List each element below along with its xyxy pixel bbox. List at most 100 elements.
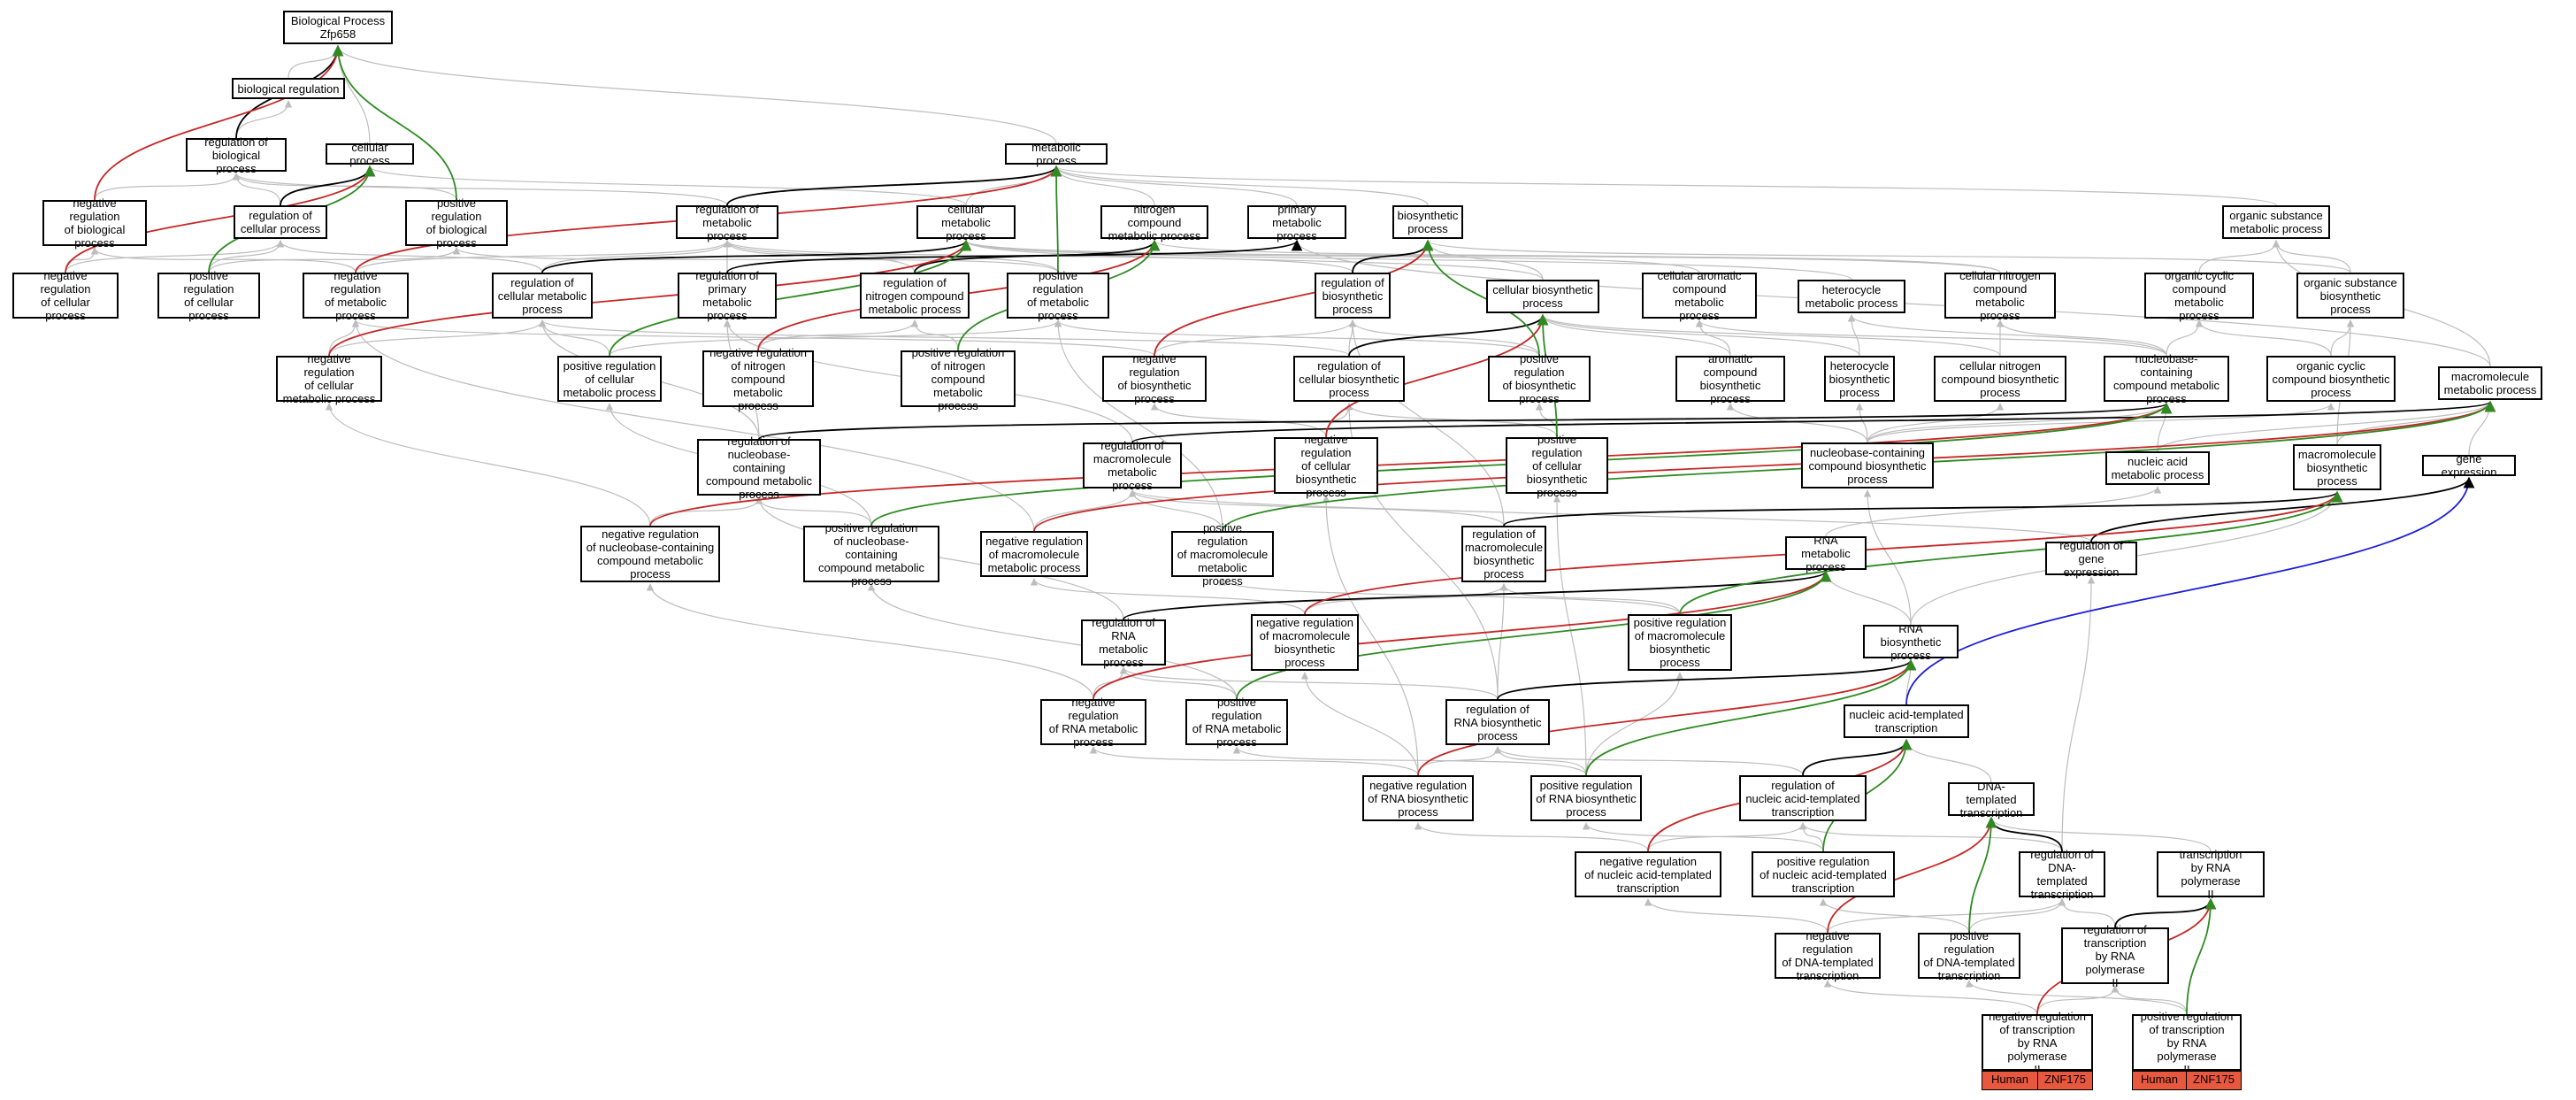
edge-negatively-regulates (1417, 658, 1917, 776)
edge-is-a (1304, 583, 1508, 615)
node-label: gene expression (2441, 452, 2497, 479)
node-cellular-aromatic-compound-metabolic-process[interactable]: cellular aromatic compound metabolic pro… (1642, 269, 1757, 322)
node-regulation-of-rna-metabolic-process[interactable]: regulation of RNA metabolic process (1081, 616, 1166, 669)
node-heterocycle-metabolic-process[interactable]: heterocycle metabolic process (1798, 280, 1905, 313)
node-negative-regulation-of-cellular-biosynthetic-process[interactable]: negative regulation of cellular biosynth… (1274, 433, 1378, 499)
node-rna-metabolic-process[interactable]: RNA metabolic process (1785, 534, 1867, 573)
node-positive-regulation-of-transcription-by-rna-polymerase-ii[interactable]: positive regulation of transcription by … (2132, 1010, 2242, 1076)
node-organic-substance-biosynthetic-process[interactable]: organic substance biosynthetic process (2296, 273, 2404, 319)
node-macromolecule-biosynthetic-process[interactable]: macromolecule biosynthetic process (2293, 444, 2381, 490)
node-positive-regulation-of-nucleobase-containing-compound-metabolic-process[interactable]: positive regulation of nucleobase-contai… (803, 521, 939, 588)
node-positive-regulation-of-macromolecule-biosynthetic-process[interactable]: positive regulation of macromolecule bio… (1628, 614, 1732, 671)
node-positive-regulation-of-nucleic-acid-templated-transcription[interactable]: positive regulation of nucleic acid-temp… (1752, 851, 1895, 897)
edge-is-a (1825, 486, 2162, 537)
edge-is-a (1987, 817, 2212, 852)
node-positive-regulation-of-cellular-metabolic-process[interactable]: positive regulation of cellular metaboli… (557, 356, 662, 402)
node-regulation-of-cellular-process[interactable]: regulation of cellular process (234, 205, 327, 239)
node-negative-regulation-of-macromolecule-metabolic-process[interactable]: negative regulation of macromolecule met… (980, 531, 1088, 577)
node-negative-regulation-of-transcription-by-rna-polymerase-ii[interactable]: negative regulation of transcription by … (1982, 1010, 2093, 1076)
node-negative-regulation-of-macromolecule-biosynthetic-process[interactable]: negative regulation of macromolecule bio… (1251, 614, 1359, 671)
edge-is-a (1497, 583, 1508, 700)
node-cellular-metabolic-process[interactable]: cellular metabolic process (916, 203, 1016, 242)
node-biological-regulation[interactable]: biological regulation (232, 78, 345, 99)
node-cellular-process[interactable]: cellular process (326, 141, 414, 167)
node-negative-regulation-of-biological-process[interactable]: negative regulation of biological proces… (42, 196, 147, 250)
node-dna-templated-transcription[interactable]: DNA-templated transcription (1948, 780, 2035, 819)
node-negative-regulation-of-rna-biosynthetic-process[interactable]: negative regulation of RNA biosynthetic … (1362, 775, 1474, 821)
node-label: cellular biosynthetic process (1492, 283, 1593, 310)
node-organic-substance-metabolic-process[interactable]: organic substance metabolic process (2222, 205, 2330, 239)
node-negative-regulation-of-nucleobase-containing-compound-metabolic-process[interactable]: negative regulation of nucleobase-contai… (580, 526, 720, 582)
node-positive-regulation-of-rna-biosynthetic-process[interactable]: positive regulation of RNA biosynthetic … (1530, 775, 1642, 821)
node-regulation-of-primary-metabolic-process[interactable]: regulation of primary metabolic process (678, 269, 777, 322)
node-organic-cyclic-compound-metabolic-process[interactable]: organic cyclic compound metabolic proces… (2144, 269, 2254, 322)
node-organic-cyclic-compound-biosynthetic-process[interactable]: organic cyclic compound biosynthetic pro… (2266, 356, 2396, 402)
edge-is-a (276, 240, 543, 273)
node-regulation-of-metabolic-process[interactable]: regulation of metabolic process (676, 203, 778, 242)
node-negative-regulation-of-rna-metabolic-process[interactable]: negative regulation of RNA metabolic pro… (1040, 696, 1146, 749)
node-positive-regulation-of-cellular-process[interactable]: positive regulation of cellular process (157, 269, 260, 322)
edge-is-a (1965, 980, 2188, 1015)
edge-is-a (1053, 165, 2277, 206)
node-positive-regulation-of-nitrogen-compound-metabolic-process[interactable]: positive regulation of nitrogen compound… (901, 346, 1016, 412)
node-rna-biosynthetic-process[interactable]: RNA biosynthetic process (1863, 622, 1959, 662)
node-metabolic-process[interactable]: metabolic process (1005, 141, 1108, 167)
node-regulation-of-cellular-biosynthetic-process[interactable]: regulation of cellular biosynthetic proc… (1293, 356, 1405, 402)
node-gene-expression[interactable]: gene expression (2422, 452, 2516, 479)
node-negative-regulation-of-dna-templated-transcription[interactable]: negative regulation of DNA-templated tra… (1775, 929, 1881, 982)
edge-is-a (1052, 165, 1429, 206)
node-regulation-of-macromolecule-biosynthetic-process[interactable]: regulation of macromolecule biosynthetic… (1461, 526, 1546, 582)
node-regulation-of-cellular-metabolic-process[interactable]: regulation of cellular metabolic process (492, 273, 593, 319)
node-aromatic-compound-biosynthetic-process[interactable]: aromatic compound biosynthetic process (1675, 352, 1785, 405)
node-primary-metabolic-process[interactable]: primary metabolic process (1247, 203, 1346, 242)
node-regulation-of-macromolecule-metabolic-process[interactable]: regulation of macromolecule metabolic pr… (1083, 439, 1182, 492)
node-nucleobase-containing-compound-biosynthetic-process[interactable]: nucleobase-containing compound biosynthe… (1801, 442, 1934, 488)
edge-positively-regulates (1585, 658, 1917, 776)
edge-is-a (2195, 319, 2332, 357)
node-nucleobase-containing-compound-metabolic-process[interactable]: nucleobase-containing compound metabolic… (2104, 352, 2229, 405)
node-cellular-nitrogen-compound-biosynthetic-process[interactable]: cellular nitrogen compound biosynthetic … (1934, 356, 2066, 402)
edge-is-a (1644, 898, 1828, 934)
edge-is-a (1538, 314, 2001, 357)
node-positive-regulation-of-metabolic-process[interactable]: positive regulation of metabolic process (1007, 269, 1109, 322)
node-regulation-of-dna-templated-transcription[interactable]: regulation of DNA-templated transcriptio… (2019, 848, 2105, 901)
node-regulation-of-transcription-by-rna-polymerase-ii[interactable]: regulation of transcription by RNA polym… (2061, 923, 2169, 989)
node-regulation-of-biological-process[interactable]: regulation of biological process (186, 135, 287, 175)
node-nitrogen-compound-metabolic-process[interactable]: nitrogen compound metabolic process (1100, 203, 1208, 242)
node-negative-regulation-of-nucleic-acid-templated-transcription[interactable]: negative regulation of nucleic acid-temp… (1575, 851, 1721, 897)
node-negative-regulation-of-cellular-metabolic-process[interactable]: negative regulation of cellular metaboli… (276, 352, 382, 405)
node-positive-regulation-of-cellular-biosynthetic-process[interactable]: positive regulation of cellular biosynth… (1506, 433, 1608, 499)
node-biological-process-root[interactable]: Biological Process Zfp658 (283, 11, 393, 44)
edge-is-a (867, 583, 1238, 700)
edge-positively-regulates (1422, 239, 1540, 357)
node-negative-regulation-of-metabolic-process[interactable]: negative regulation of metabolic process (303, 269, 409, 322)
node-positive-regulation-of-biosynthetic-process[interactable]: positive regulation of biosynthetic proc… (1488, 352, 1591, 405)
node-negative-regulation-of-cellular-process[interactable]: negative regulation of cellular process (12, 269, 119, 322)
node-negative-regulation-of-biosynthetic-process[interactable]: negative regulation of biosynthetic proc… (1102, 352, 1207, 405)
node-regulation-of-gene-expression[interactable]: regulation of gene expression (2045, 539, 2137, 579)
node-regulation-of-nucleic-acid-templated-transcription[interactable]: regulation of nucleic acid-templated tra… (1739, 775, 1867, 821)
node-label: positive regulation of cellular biosynth… (1526, 432, 1588, 499)
node-nucleic-acid-templated-transcription[interactable]: nucleic acid-templated transcription (1844, 704, 1969, 738)
node-regulation-of-nitrogen-compound-metabolic-process[interactable]: regulation of nitrogen compound metaboli… (860, 273, 970, 319)
node-positive-regulation-of-dna-templated-transcription[interactable]: positive regulation of DNA-templated tra… (1918, 929, 2020, 982)
node-positive-regulation-of-rna-metabolic-process[interactable]: positive regulation of RNA metabolic pro… (1185, 696, 1288, 749)
node-nucleic-acid-metabolic-process[interactable]: nucleic acid metabolic process (2105, 451, 2210, 485)
node-biosynthetic-process[interactable]: biosynthetic process (1392, 205, 1463, 239)
edge-regulates (1123, 570, 1831, 620)
node-cellular-nitrogen-compound-metabolic-process[interactable]: cellular nitrogen compound metabolic pro… (1944, 269, 2056, 322)
node-positive-regulation-of-biological-process[interactable]: positive regulation of biological proces… (405, 196, 508, 250)
node-positive-regulation-of-macromolecule-metabolic-process[interactable]: positive regulation of macromolecule met… (1171, 521, 1274, 588)
node-label: negative regulation of macromolecule bio… (1256, 616, 1353, 669)
node-heterocycle-biosynthetic-process[interactable]: heterocycle biosynthetic process (1824, 356, 1895, 402)
node-label: organic substance metabolic process (2229, 209, 2323, 235)
node-regulation-of-biosynthetic-process[interactable]: regulation of biosynthetic process (1315, 273, 1391, 319)
node-macromolecule-metabolic-process[interactable]: macromolecule metabolic process (2438, 366, 2542, 400)
edge-is-a (723, 240, 1059, 273)
node-regulation-of-rna-biosynthetic-process[interactable]: regulation of RNA biosynthetic process (1445, 699, 1550, 745)
node-cellular-biosynthetic-process[interactable]: cellular biosynthetic process (1486, 280, 1599, 313)
edge-is-a (2061, 576, 2096, 852)
node-transcription-by-rna-polymerase-ii[interactable]: transcription by RNA polymerase II (2157, 848, 2265, 901)
node-negative-regulation-of-nitrogen-compound-metabolic-process[interactable]: negative regulation of nitrogen compound… (702, 346, 814, 412)
node-regulation-of-nucleobase-containing-compound-metabolic-process[interactable]: regulation of nucleobase-containing comp… (697, 435, 821, 501)
